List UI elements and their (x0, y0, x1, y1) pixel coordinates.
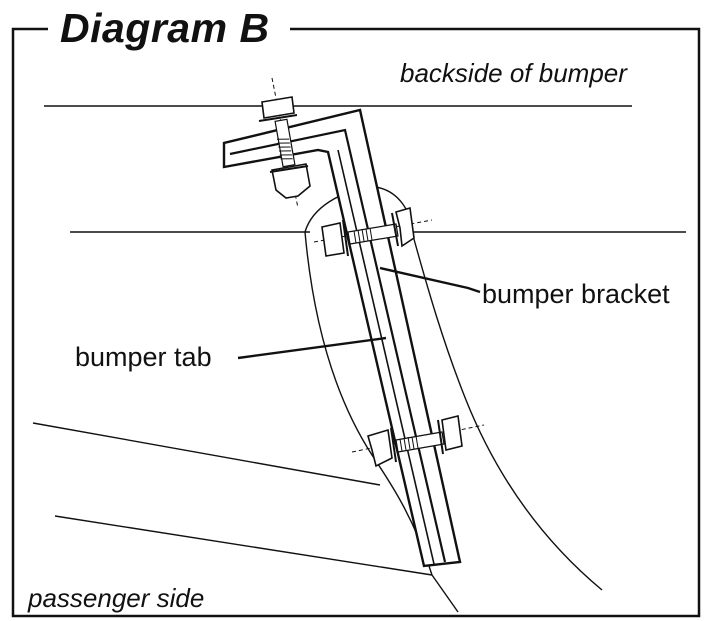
top-bolt (258, 96, 311, 199)
diagram-title: Diagram B (54, 0, 276, 56)
middle-bolt (321, 206, 415, 257)
lower-bolt-head (441, 415, 463, 451)
top-bolt-head (261, 96, 295, 119)
tab-leader-line (237, 336, 387, 360)
lower-bolt-flange (437, 419, 444, 455)
middle-bolt-flange (342, 219, 349, 257)
top-bolt-nut (271, 163, 311, 199)
bracket-leader-line (379, 266, 481, 294)
top-bolt-thread (277, 138, 293, 160)
side-line-lower (54, 515, 433, 576)
label-passenger-side: passenger side (28, 583, 205, 613)
middle-bolt-shank (347, 223, 399, 245)
lower-bolt-thread (399, 435, 419, 452)
label-backside-of-bumper: backside of bumper (400, 58, 627, 88)
bumper-bracket-outer (222, 108, 462, 568)
top-bolt-flange (258, 114, 298, 122)
lower-bolt-nut-flange (390, 427, 397, 463)
middle-bolt-head (321, 222, 345, 257)
diagram-frame (11, 27, 701, 618)
lower-bolt-nut (367, 428, 393, 468)
side-line-corner (431, 574, 459, 613)
side-line-upper (32, 422, 381, 486)
bumper-tab-left-edge (304, 231, 433, 576)
middle-bolt-thread (353, 227, 373, 244)
label-bumper-bracket: bumper bracket (482, 279, 670, 309)
lower-bolt-shank (395, 431, 445, 453)
label-bumper-tab: bumper tab (75, 342, 212, 372)
top-bolt-nut-flange (269, 165, 309, 173)
middle-bolt-nut (395, 206, 415, 248)
lower-bolt (367, 415, 463, 468)
bumper-bracket-inner-line (229, 128, 447, 563)
middle-bolt-nut-flange (391, 212, 399, 247)
bumper-tab-strip (337, 149, 435, 565)
